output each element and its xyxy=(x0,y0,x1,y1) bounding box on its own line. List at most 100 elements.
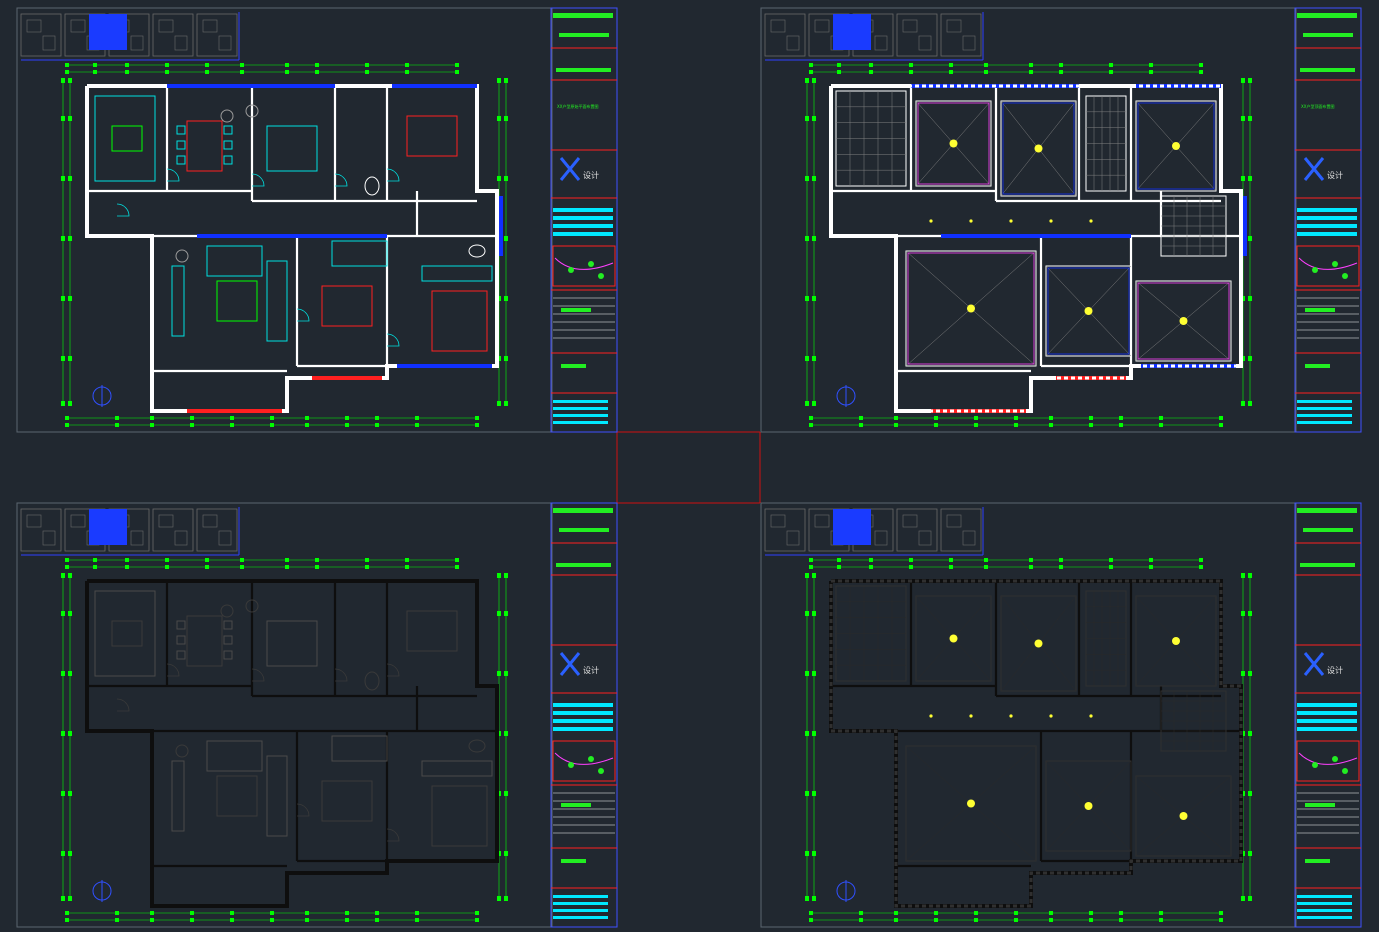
dim-tick xyxy=(1014,416,1018,420)
tb-green-bar xyxy=(556,68,611,72)
tb-site-tree xyxy=(1342,273,1348,279)
dim-tick xyxy=(837,565,841,569)
dim-tick xyxy=(894,918,898,922)
dim-tick xyxy=(285,70,289,74)
kitchen-island xyxy=(111,125,143,152)
plant xyxy=(175,744,189,758)
dim-tick xyxy=(125,70,129,74)
dim-tick xyxy=(504,236,508,241)
tb-green-bar xyxy=(1305,803,1335,807)
tb-site-road xyxy=(1298,257,1358,270)
dim-tick xyxy=(285,63,289,67)
dim-tick xyxy=(61,116,65,121)
dim-tick xyxy=(115,423,119,427)
ceiling-light xyxy=(1084,802,1093,810)
dim-tick xyxy=(909,565,913,569)
ceiling-zone xyxy=(1045,265,1132,357)
dim-tick xyxy=(68,573,72,578)
tb-green-bar xyxy=(561,308,591,312)
dim-tick xyxy=(315,70,319,74)
dim-tick xyxy=(125,558,129,562)
dim-tick xyxy=(1049,423,1053,427)
dim-tick xyxy=(93,70,97,74)
dim-tick xyxy=(812,611,816,616)
key-plan-room xyxy=(130,35,144,51)
logo-mark xyxy=(1303,652,1325,676)
dim-tick xyxy=(230,416,234,420)
dim-tick xyxy=(61,356,65,361)
ceiling-zone xyxy=(1135,595,1217,687)
windows xyxy=(167,84,503,413)
door-swing xyxy=(334,173,348,187)
tb-cyan-bar xyxy=(553,909,608,912)
sofa xyxy=(206,740,263,772)
ceiling-zone xyxy=(1135,280,1232,362)
dim-tick xyxy=(1241,401,1245,406)
dim-tick xyxy=(475,918,479,922)
tb-green-bar xyxy=(553,13,613,18)
north-arrow xyxy=(836,385,856,407)
key-plan-highlight xyxy=(89,14,127,50)
kitchen-counter xyxy=(94,590,156,677)
tb-cyan-bar xyxy=(553,414,608,417)
sheet-ceiling-plan-dark[interactable]: 设计 xyxy=(760,502,1362,928)
downlight xyxy=(1009,714,1013,718)
tb-cyan-bar xyxy=(1297,216,1357,220)
ceiling-perimeter-dashed xyxy=(829,84,1243,413)
tb-cyan-bar xyxy=(1297,719,1357,723)
key-plan-room xyxy=(786,530,800,546)
dim-tick xyxy=(1119,423,1123,427)
title-block-frame xyxy=(550,7,618,433)
dim-tick xyxy=(150,911,154,915)
dim-tick xyxy=(415,918,419,922)
door-swing xyxy=(116,203,130,217)
key-plan-room xyxy=(174,35,188,51)
north-arrow xyxy=(92,880,112,902)
dim-tick xyxy=(809,911,813,915)
dim-tick xyxy=(1014,918,1018,922)
toilet xyxy=(364,176,380,196)
dim-tick xyxy=(270,918,274,922)
dim-tick xyxy=(949,63,953,67)
dim-tick xyxy=(1029,63,1033,67)
dim-tick xyxy=(190,416,194,420)
dim-tick xyxy=(205,63,209,67)
dim-tick xyxy=(1059,63,1063,67)
dim-tick xyxy=(405,63,409,67)
coffee-table xyxy=(216,280,258,322)
dim-tick xyxy=(1149,565,1153,569)
wardrobe xyxy=(421,760,493,777)
kitchen-counter xyxy=(94,95,156,182)
dim-tick xyxy=(809,558,813,562)
sheet-floor-plan-dark[interactable]: 设计 xyxy=(16,502,618,928)
dim-tick xyxy=(165,63,169,67)
plant xyxy=(245,599,259,613)
dim-tick xyxy=(65,70,69,74)
dim-tick xyxy=(497,401,501,406)
bed xyxy=(406,115,458,157)
dim-tick xyxy=(812,78,816,83)
tb-green-bar xyxy=(559,33,609,37)
coffee-table xyxy=(216,775,258,817)
ceiling-light xyxy=(1084,307,1093,315)
dim-tick xyxy=(415,416,419,420)
key-plan-room xyxy=(770,514,786,528)
dim-tick xyxy=(1248,731,1252,736)
dim-tick xyxy=(1248,78,1252,83)
dim-tick xyxy=(837,70,841,74)
dim-tick xyxy=(455,63,459,67)
window-glazing xyxy=(1041,234,1131,238)
dining-chair xyxy=(176,635,186,645)
dim-tick xyxy=(837,63,841,67)
tb-green-bar xyxy=(561,803,591,807)
dim-tick xyxy=(315,565,319,569)
key-plan-unit xyxy=(152,508,194,552)
tb-site-map xyxy=(552,245,616,287)
ceiling-zone xyxy=(1000,595,1077,692)
dimension-lines xyxy=(805,558,1252,922)
door-swing xyxy=(166,168,180,182)
tb-site-tree xyxy=(1332,261,1338,267)
